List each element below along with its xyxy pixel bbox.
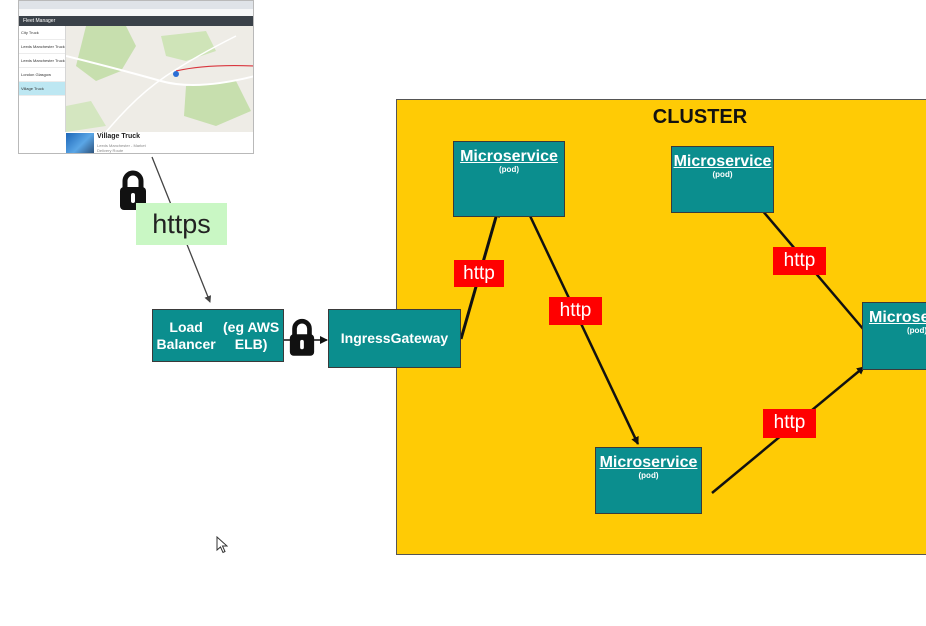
microservice-title: Microse	[869, 309, 926, 326]
app-title-bar: Fleet Manager	[19, 16, 253, 26]
vehicle-card-detail: Delivery Route	[97, 148, 124, 153]
vehicle-list-item: Leeds Manchester Truck	[19, 54, 65, 68]
ingress-gateway-line1: Ingress	[340, 330, 391, 346]
microservice-box-4: Microse (pod)	[862, 302, 926, 370]
mouse-cursor-icon	[216, 536, 228, 554]
http-label: http	[773, 247, 826, 275]
padlock-icon	[289, 318, 315, 356]
microservice-title: Microservice	[460, 148, 558, 165]
ingress-gateway-line2: Gateway	[390, 330, 449, 346]
microservice-pod-label: (pod)	[638, 471, 659, 480]
http-label: http	[454, 260, 504, 287]
cluster-title: CLUSTER	[652, 106, 748, 128]
vehicle-card-subtitle: Leeds Manchester - Market	[97, 143, 146, 148]
microservice-pod-label: (pod)	[712, 170, 733, 179]
vehicle-list: City Truck Leeds Manchester Truck Leeds …	[19, 26, 66, 132]
vehicle-card-title: Village Truck	[97, 133, 141, 140]
vehicle-list-item: London Glasgow	[19, 68, 65, 82]
ingress-gateway-label: Ingress Gateway	[329, 310, 460, 367]
browser-thumbnail: Fleet Manager City Truck Leeds Mancheste…	[18, 0, 254, 154]
microservice-pod-label: (pod)	[499, 165, 519, 174]
microservice-box-3: Microservice (pod)	[595, 447, 702, 514]
microservice-box-1: Microservice (pod)	[453, 141, 565, 217]
vehicle-photo	[66, 133, 94, 153]
vehicle-list-item: City Truck	[19, 26, 65, 40]
microservice-pod-label: (pod)	[907, 326, 926, 335]
https-label: https	[136, 203, 227, 245]
vehicle-list-item: Leeds Manchester Truck	[19, 40, 65, 54]
http-label: http	[549, 297, 602, 325]
http-label: http	[763, 409, 816, 438]
microservice-box-2: Microservice (pod)	[671, 146, 774, 213]
map-view	[65, 26, 253, 133]
microservice-title: Microservice	[673, 153, 772, 170]
vehicle-list-item-selected: Village Truck	[19, 82, 65, 96]
load-balancer-line2: (eg AWS ELB)	[223, 318, 280, 352]
load-balancer-box: Load Balancer (eg AWS ELB)	[152, 309, 284, 362]
map-graphic	[65, 26, 253, 133]
vehicle-card: Village Truck Leeds Manchester - Market …	[66, 132, 253, 153]
microservice-title: Microservice	[599, 454, 698, 471]
load-balancer-line1: Load Balancer	[156, 318, 216, 352]
ingress-gateway-box: Ingress Gateway	[328, 309, 461, 368]
load-balancer-label: Load Balancer (eg AWS ELB)	[153, 310, 283, 361]
browser-tab-strip	[19, 1, 253, 9]
